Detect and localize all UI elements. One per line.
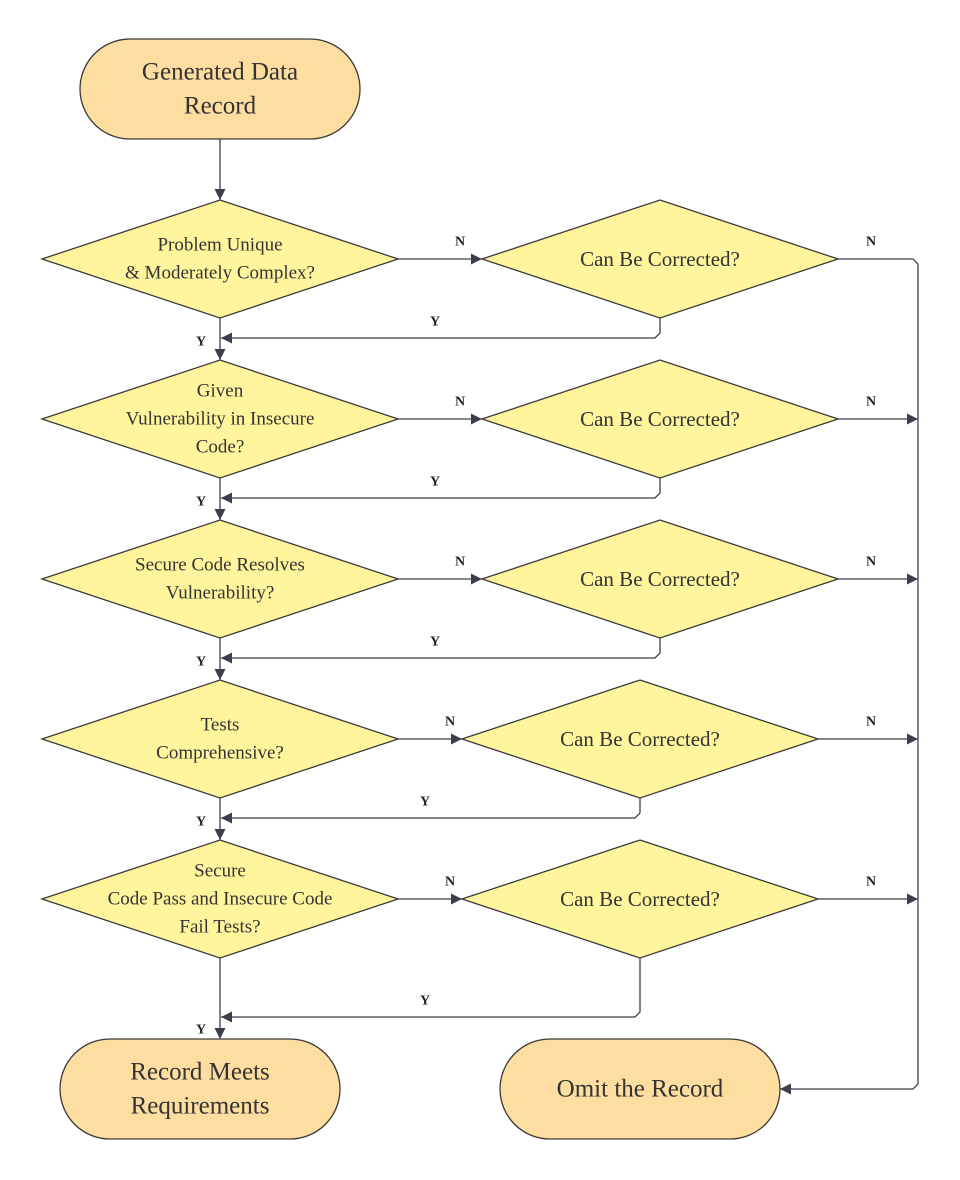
node-label-c2-0: Can Be Corrected?: [580, 407, 740, 431]
node-label-d4-0: Tests: [201, 715, 240, 736]
edge-corrected-c2: [221, 478, 661, 504]
edge-label-yes-d3: Y: [196, 655, 206, 670]
edge-rail: [780, 264, 919, 1095]
node-label-start-1: Record: [184, 93, 257, 120]
edge-not-corrected-c1: [838, 258, 919, 265]
node-label-accept-1: Requirements: [131, 1093, 270, 1120]
node-c2: Can Be Corrected?: [479, 359, 841, 479]
terminal-shape-omit: [499, 1038, 781, 1140]
edge-label-no-c3: N: [866, 555, 876, 570]
decision-shape-c1: [479, 199, 841, 319]
edge-label-yes-d5: Y: [196, 1023, 206, 1038]
node-label-c3-0: Can Be Corrected?: [580, 567, 740, 591]
node-omit: Omit the Record: [499, 1038, 781, 1140]
node-label-c1-0: Can Be Corrected?: [580, 247, 740, 271]
node-label-d3-0: Secure Code Resolves: [135, 555, 305, 576]
edge-labels: N Y Y N N Y Y N N Y Y N N Y Y N N Y Y N: [196, 235, 876, 1038]
node-label-omit-0: Omit the Record: [557, 1076, 724, 1103]
node-label-c4-0: Can Be Corrected?: [560, 727, 720, 751]
decision-shape-c2: [479, 359, 841, 479]
edge-label-yes-c4: Y: [420, 795, 430, 810]
edge-corrected-c1: [221, 318, 661, 344]
node-c4: Can Be Corrected?: [459, 679, 821, 799]
edge-label-no-c1: N: [866, 235, 876, 250]
decision-shape-d5: [39, 839, 401, 959]
edge-corrected-c5: [221, 958, 641, 1023]
edge-corrected-c3: [221, 638, 661, 664]
edge-label-no-d4: N: [445, 715, 455, 730]
edges: [214, 139, 919, 1095]
decision-shape-c5: [459, 839, 821, 959]
node-c3: Can Be Corrected?: [479, 519, 841, 639]
decision-shape-d2: [39, 359, 401, 479]
edge-label-no-d2: N: [455, 395, 465, 410]
decision-shape-c4: [459, 679, 821, 799]
edge-label-no-c4: N: [866, 715, 876, 730]
node-label-c5-0: Can Be Corrected?: [560, 887, 720, 911]
edge-corrected-c4: [221, 798, 641, 824]
edge-label-yes-d2: Y: [196, 495, 206, 510]
edge-label-no-d1: N: [455, 235, 465, 250]
node-label-d2-0: Given: [197, 381, 244, 402]
node-d1: Problem Unique & Moderately Complex?: [39, 199, 401, 319]
decision-shape-d1: [39, 199, 401, 319]
node-label-d5-1: Code Pass and Insecure Code: [108, 889, 333, 910]
node-label-d2-1: Vulnerability in Insecure: [126, 409, 315, 430]
node-label-d2-2: Code?: [196, 437, 245, 458]
decision-shape-c3: [479, 519, 841, 639]
edge-label-yes-d1: Y: [196, 335, 206, 350]
decision-shape-d3: [39, 519, 401, 639]
node-label-d4-1: Comprehensive?: [156, 743, 284, 764]
node-label-accept-0: Record Meets: [130, 1059, 270, 1086]
edge-label-no-c2: N: [866, 395, 876, 410]
edge-label-no-d3: N: [455, 555, 465, 570]
terminal-shape-accept: [59, 1038, 341, 1140]
edge-label-yes-c5: Y: [420, 994, 430, 1009]
node-label-d1-0: Problem Unique: [157, 235, 282, 256]
node-label-start-0: Generated Data: [142, 59, 298, 86]
node-c5: Can Be Corrected?: [459, 839, 821, 959]
node-label-d3-1: Vulnerability?: [166, 583, 275, 604]
edge-label-no-c5: N: [866, 875, 876, 890]
node-c1: Can Be Corrected?: [479, 199, 841, 319]
node-label-d5-0: Secure: [194, 861, 246, 882]
edge-label-no-d5: N: [445, 875, 455, 890]
node-label-d1-1: & Moderately Complex?: [125, 263, 315, 284]
edge-label-yes-d4: Y: [196, 815, 206, 830]
edge-label-yes-c1: Y: [430, 315, 440, 330]
edge-label-yes-c2: Y: [430, 475, 440, 490]
node-label-d5-2: Fail Tests?: [179, 917, 260, 938]
edge-label-yes-c3: Y: [430, 635, 440, 650]
terminal-shape-start: [79, 38, 361, 140]
decision-shape-d4: [39, 679, 401, 799]
